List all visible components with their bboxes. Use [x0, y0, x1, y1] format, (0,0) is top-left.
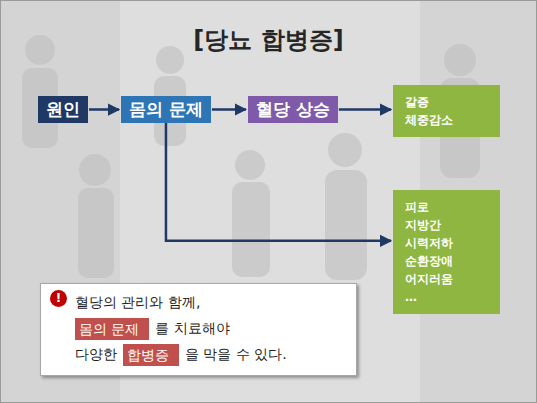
text-row: 다양한 합병증 을 막을 수 있다. [75, 342, 348, 368]
symptom-box: 피로지방간시력저하순환장애어지러움… [393, 190, 500, 314]
arrow-connector [166, 123, 391, 241]
cause-box: 원인 [38, 96, 88, 123]
node-text: 몸의 문제 [129, 99, 203, 119]
alert-icon: ! [50, 290, 67, 307]
arrow-connector [339, 108, 391, 111]
node-text: 피로 [405, 198, 488, 216]
node-text: 시력저하 [405, 234, 488, 252]
note-box: 혈당의 관리와 함께, 몸의 문제 를 치료해야다양한 합병증 을 막을 수 있다. [40, 283, 357, 376]
node-text: 혈당의 관리와 함께, [75, 294, 200, 312]
node-text: 원인 [46, 99, 80, 119]
node-text: 갈증 [405, 93, 488, 111]
highlight: 몸의 문제 [75, 318, 149, 340]
process-box: 혈당 상승 [248, 96, 338, 123]
text-row: 혈당의 관리와 함께, [75, 290, 348, 316]
node-text: … [405, 288, 488, 306]
node-text: 어지러움 [405, 270, 488, 288]
node-text: 를 치료해야 [155, 320, 229, 338]
node-text: 합병증 [127, 347, 169, 363]
node-text: 을 막을 수 있다. [185, 346, 287, 364]
text-row: 몸의 문제 를 치료해야 [75, 316, 348, 342]
node-text: 혈당 상승 [256, 99, 330, 119]
node-text: 다양한 [75, 346, 117, 364]
title: [당뇨 합병증] [0, 24, 537, 56]
arrow-connector [89, 108, 119, 111]
highlight: 합병증 [123, 344, 179, 366]
node-text: 체중감소 [405, 111, 488, 129]
symptom-box: 갈증체중감소 [393, 85, 500, 137]
node-text: 몸의 문제 [79, 321, 139, 337]
node-text: 순환장애 [405, 252, 488, 270]
arrow-connector [212, 108, 246, 111]
node-text: 지방간 [405, 216, 488, 234]
process-box: 몸의 문제 [121, 96, 211, 123]
